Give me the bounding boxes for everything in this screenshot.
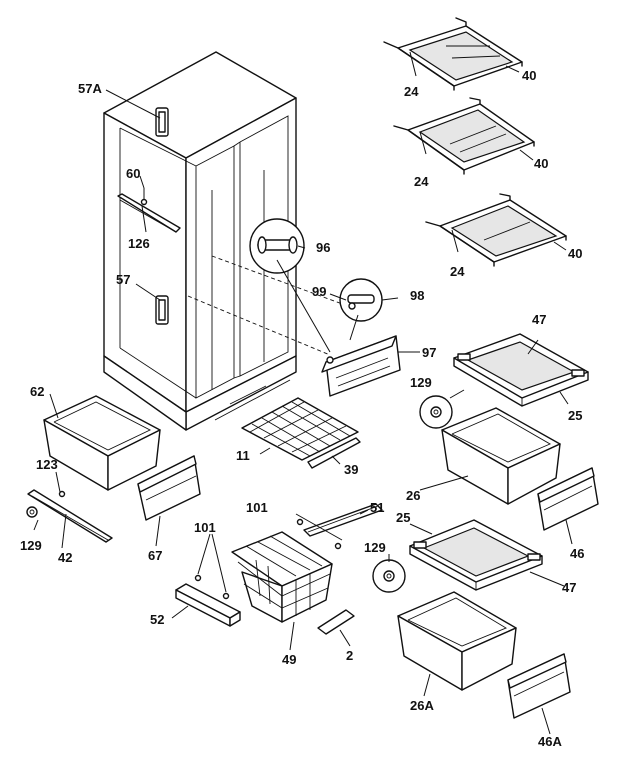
callout-62: 62 [30, 384, 44, 399]
callout-25-upper: 25 [568, 408, 582, 423]
basket-support-52 [175, 583, 241, 627]
bumper-129-lower [372, 559, 406, 593]
callout-101-top: 101 [246, 500, 268, 515]
shelf-trim-39 [307, 437, 361, 469]
callout-26: 26 [406, 488, 420, 503]
callout-24-upper: 24 [404, 84, 419, 99]
crisper-cover-lower [409, 519, 543, 591]
callout-40-upper: 40 [522, 68, 536, 83]
rail-42 [27, 489, 113, 543]
callout-52: 52 [150, 612, 164, 627]
callout-24-middle: 24 [414, 174, 429, 189]
callout-60: 60 [126, 166, 140, 181]
callout-129-lower: 129 [364, 540, 386, 555]
callout-67: 67 [148, 548, 162, 563]
shelf-rail-126 [117, 188, 181, 233]
callout-47-lower: 47 [562, 580, 576, 595]
control-housing-97 [321, 335, 401, 397]
drawer-front-46 [537, 467, 599, 531]
crisper-drawer-26 [441, 407, 561, 505]
callout-40-lower: 40 [568, 246, 582, 261]
callout-25-lower: 25 [396, 510, 410, 525]
screws-101 [194, 518, 342, 600]
callout-40-middle: 40 [534, 156, 548, 171]
callout-96: 96 [316, 240, 330, 255]
callout-26a: 26A [410, 698, 434, 713]
refrigerator-cabinet [103, 51, 297, 431]
leader-lines [33, 51, 573, 735]
callout-98: 98 [410, 288, 424, 303]
bin-front-67 [137, 455, 201, 521]
callout-99: 99 [312, 284, 326, 299]
wire-basket-49 [231, 531, 333, 623]
drawer-front-46a [507, 653, 571, 719]
callout-57a: 57A [78, 81, 102, 96]
callout-39: 39 [344, 462, 358, 477]
callout-57: 57 [116, 272, 130, 287]
crisper-drawer-26a [397, 591, 517, 691]
bumper-129-upper [419, 395, 453, 429]
callout-97: 97 [422, 345, 436, 360]
crisper-cover-upper [453, 333, 589, 407]
callout-11: 11 [236, 448, 250, 463]
callout-129-left: 129 [20, 538, 42, 553]
wire-shelf-11 [241, 397, 359, 461]
callout-129-upper: 129 [410, 375, 432, 390]
callout-2: 2 [346, 648, 353, 663]
basket-stop-2 [317, 609, 355, 635]
callout-126: 126 [128, 236, 150, 251]
glass-shelf-lower [425, 193, 567, 267]
callout-101-left: 101 [194, 520, 216, 535]
callout-123: 123 [36, 457, 58, 472]
callout-47-upper: 47 [532, 312, 546, 327]
glass-shelf-upper [383, 17, 523, 91]
callout-24-lower: 24 [450, 264, 465, 279]
glass-shelf-middle [393, 97, 535, 175]
freezer-bin-62 [43, 395, 161, 491]
bumper-129-left [26, 506, 38, 518]
callout-labels: 57A 60 126 57 62 123 129 42 67 11 39 96 … [20, 68, 584, 749]
callout-49: 49 [282, 652, 296, 667]
alignment-line [187, 295, 331, 356]
detail-96-circle [249, 218, 331, 353]
callout-46a: 46A [538, 734, 562, 749]
alignment-line [211, 255, 346, 306]
callout-51: 51 [370, 500, 384, 515]
callout-46: 46 [570, 546, 584, 561]
callout-42: 42 [58, 550, 72, 565]
detail-98-circle [339, 278, 383, 341]
